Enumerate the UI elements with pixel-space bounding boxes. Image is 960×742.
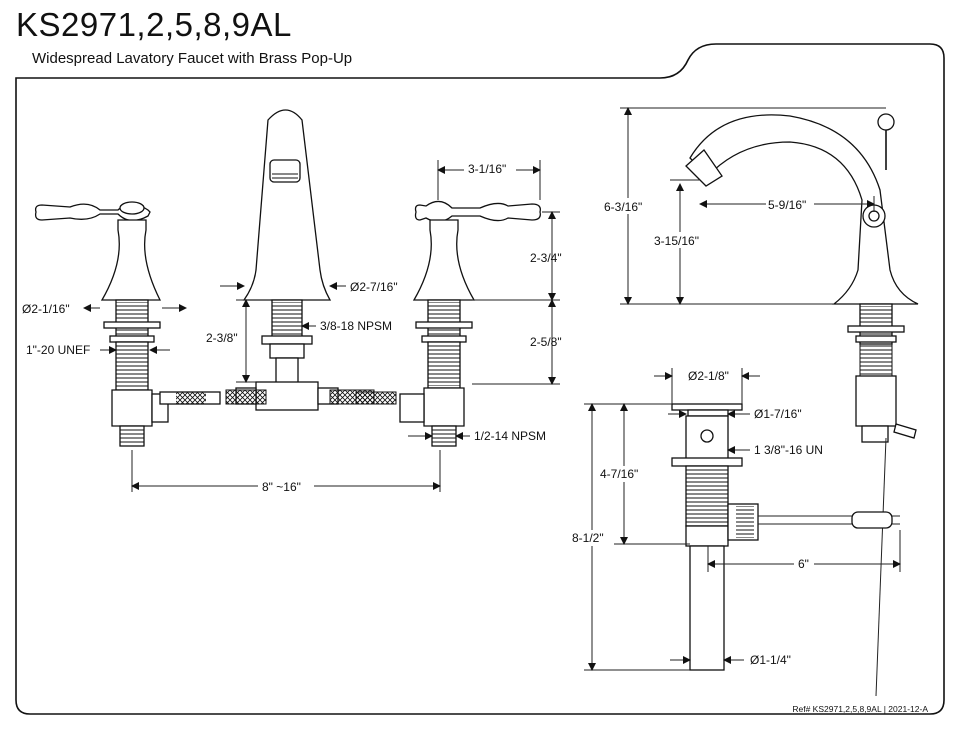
dim-shank-length: 2-5/8" bbox=[530, 335, 562, 349]
dim-drain-body-diameter: Ø1-7/16" bbox=[754, 407, 802, 421]
dim-spout-thread: 3/8-18 NPSM bbox=[320, 319, 392, 333]
page-subtitle: Widespread Lavatory Faucet with Brass Po… bbox=[32, 50, 353, 67]
dim-spout-height: 3-15/16" bbox=[654, 234, 699, 248]
reference-number: Ref# KS2971,2,5,8,9AL | 2021-12-A bbox=[792, 704, 928, 714]
left-handle-assembly bbox=[34, 201, 169, 447]
dim-drain-thread: 1 3/8"-16 UN bbox=[754, 443, 823, 457]
right-handle-assembly bbox=[399, 200, 541, 447]
page-title: KS2971,2,5,8,9AL bbox=[16, 6, 292, 43]
dim-spout-base-diameter: Ø2-7/16" bbox=[350, 280, 398, 294]
dim-spout-reach: 5-9/16" bbox=[768, 198, 806, 212]
dim-drain-upper-length: 4-7/16" bbox=[600, 467, 638, 481]
dim-handle-width: 3-1/16" bbox=[468, 162, 506, 176]
dim-drain-flange-diameter: Ø2-1/8" bbox=[688, 369, 729, 383]
dim-handle-height: 2-3/4" bbox=[530, 251, 562, 265]
dim-handle-base-diameter: Ø2-1/16" bbox=[22, 302, 70, 316]
dim-shank-thread: 1"-20 UNEF bbox=[26, 343, 90, 357]
pop-up-drain bbox=[671, 403, 900, 671]
dim-faucet-height: 6-3/16" bbox=[604, 200, 642, 214]
dim-drain-total-length: 8-1/2" bbox=[572, 531, 604, 545]
side-view-faucet bbox=[685, 113, 919, 697]
dim-spread: 8" ~16" bbox=[262, 480, 301, 494]
drawing-frame bbox=[15, 43, 945, 715]
dimension-lines bbox=[83, 107, 901, 671]
spout-assembly bbox=[235, 109, 339, 411]
dim-inlet-thread: 1/2-14 NPSM bbox=[474, 429, 546, 443]
left-supply-hose bbox=[225, 389, 267, 405]
dim-rod-length: 6" bbox=[798, 557, 809, 571]
dim-tailpiece-diameter: Ø1-1/4" bbox=[750, 653, 791, 667]
dim-spout-shank-length: 2-3/8" bbox=[206, 331, 238, 345]
